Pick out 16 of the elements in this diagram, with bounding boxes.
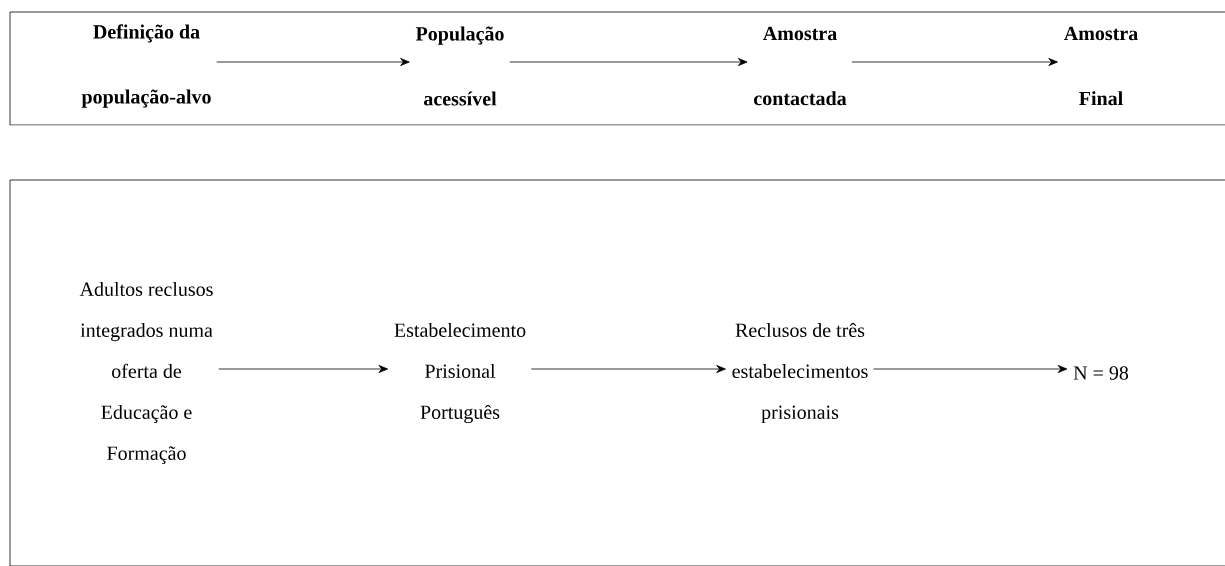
step-text: Adultos reclusos integrados numa oferta de Educação e Formação [79,281,213,465]
column-heading: Amostra Final [1064,26,1138,106]
column-heading: Definição da população-alvo [81,24,211,108]
arrow [218,365,389,373]
step-text: Estabelecimento Prisional Português [394,322,526,424]
arrow [509,58,748,66]
column-heading: Amostra contactada [754,26,847,106]
frame-box [9,179,1225,566]
step-text: Reclusos de três estabelecimentos prisionais [732,322,868,424]
arrow [530,365,726,373]
column-heading: População acessível [415,26,504,106]
frame-box [9,11,1225,126]
arrow [851,58,1058,66]
arrow [216,58,410,66]
arrow [873,365,1068,373]
step-text: N = 98 [1073,366,1129,380]
